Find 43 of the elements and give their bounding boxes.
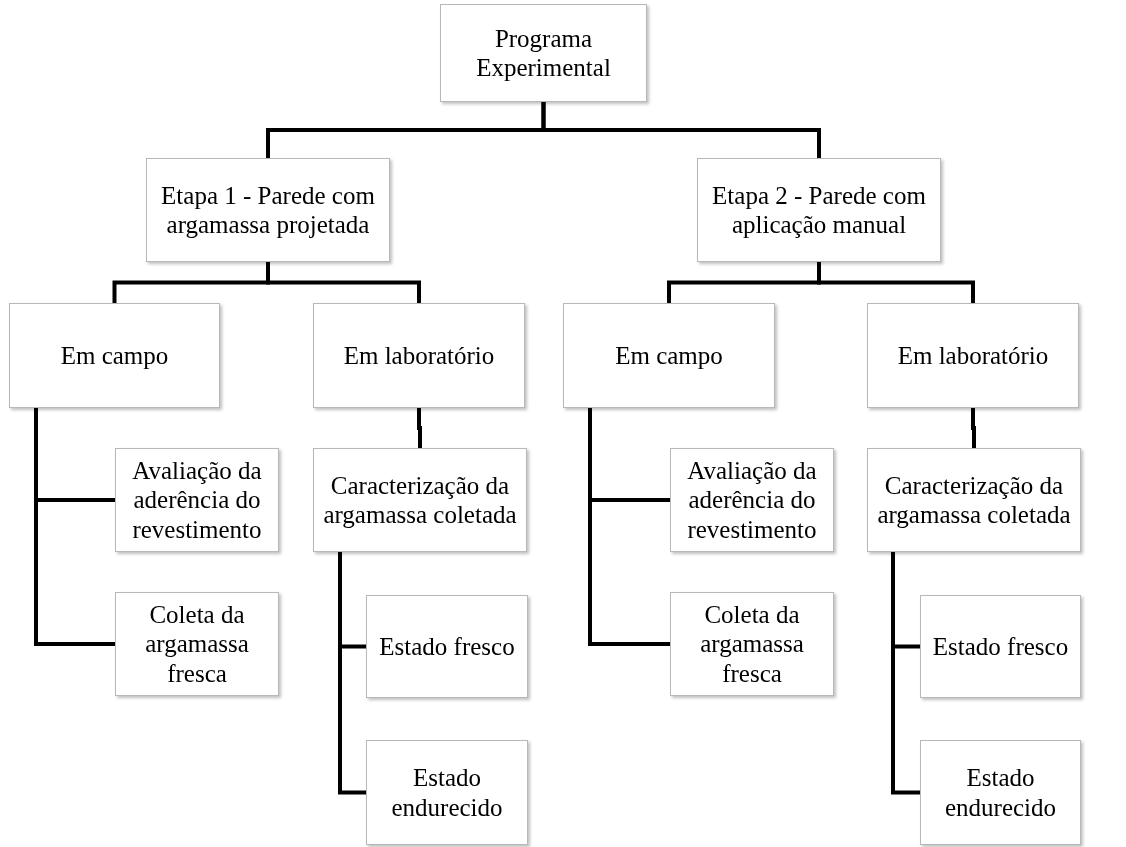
connector-line (971, 408, 976, 448)
process-box (920, 595, 1081, 698)
process-box (366, 740, 528, 845)
process-box (670, 448, 834, 552)
process-box (867, 303, 1079, 408)
node-text: Em campo (60, 340, 169, 371)
connector-line (417, 408, 422, 448)
process-box (440, 4, 647, 102)
node-text: Em laboratório (343, 340, 495, 371)
process-box (563, 303, 775, 408)
node-text: Programa Experimental (475, 23, 612, 83)
connector-line (34, 408, 115, 646)
node-text: Coleta da argamassa fresca (144, 599, 250, 689)
node-text: Coleta da argamassa fresca (699, 599, 805, 689)
node-text: Etapa 2 - Parede com aplicação manual (711, 180, 927, 240)
process-box (115, 448, 279, 552)
connector-line (541, 102, 821, 158)
process-box (313, 303, 525, 408)
connector-line (891, 552, 920, 795)
node-text: Estado endurecido (943, 763, 1058, 822)
node-text: Avaliação da aderência do revestimento (686, 455, 818, 545)
node-text: Estado endurecido (390, 763, 504, 822)
process-box (313, 448, 527, 552)
node-text: Em laboratório (897, 340, 1049, 371)
node-text: Etapa 1 - Parede com argamassa projetada (160, 180, 376, 240)
node-text: Em campo (615, 340, 723, 371)
process-box (697, 158, 941, 262)
process-box (366, 595, 528, 698)
node-text: Estado fresco (379, 631, 515, 662)
node-text: Estado fresco (932, 631, 1069, 662)
connector-line (338, 552, 366, 795)
connector-line (266, 262, 421, 303)
process-box (146, 158, 390, 262)
node-text: Caracterização da argamassa coletada (322, 470, 518, 530)
process-box (867, 448, 1081, 552)
connector-line (588, 408, 670, 646)
process-box (670, 592, 834, 696)
process-box (9, 303, 220, 408)
process-box (920, 740, 1081, 845)
connector-line (817, 262, 975, 303)
node-text: Caracterização da argamassa coletada (876, 470, 1072, 530)
node-text: Avaliação da aderência do revestimento (131, 455, 263, 545)
process-box (115, 592, 279, 696)
